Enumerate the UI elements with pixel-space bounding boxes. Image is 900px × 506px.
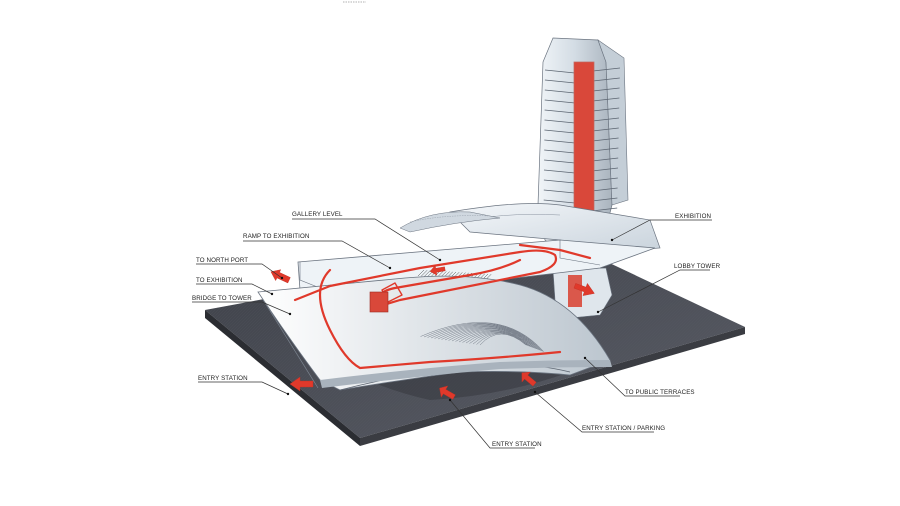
label-gallery-level: GALLERY LEVEL xyxy=(292,211,343,218)
terrace-step xyxy=(444,327,537,350)
stair-tread xyxy=(417,269,425,277)
terrace-step xyxy=(476,333,528,346)
label-lobby-tower: LOBBY TOWER xyxy=(674,263,721,270)
terrace-step xyxy=(479,333,527,346)
terrace-step xyxy=(462,330,532,348)
annotations: GALLERY LEVEL RAMP TO EXHIBITION TO NORT… xyxy=(192,211,721,449)
terrace-step xyxy=(441,326,538,350)
tower-core xyxy=(573,61,595,233)
terrace-step xyxy=(420,322,545,352)
terrace-step xyxy=(458,329,533,348)
terrace-step xyxy=(451,328,535,349)
label-entry-station-bottom: ENTRY STATION xyxy=(492,441,542,448)
circulation-route xyxy=(293,243,592,370)
terrace-step xyxy=(427,323,542,352)
terrace-step xyxy=(430,324,541,351)
label-exhibition: EXHIBITION xyxy=(675,213,711,220)
terrace-step xyxy=(423,322,543,352)
sweeping-slab xyxy=(257,275,612,391)
label-bridge-to-tower: BRIDGE TO TOWER xyxy=(192,295,252,302)
terrace-step xyxy=(455,329,534,348)
label-to-exhibition: TO EXHIBITION xyxy=(196,277,243,284)
label-to-north-port: TO NORTH PORT xyxy=(196,257,248,264)
terrace-step xyxy=(448,327,536,349)
stair-tread xyxy=(424,270,431,277)
terrace-step xyxy=(434,325,540,351)
terrace-step xyxy=(437,325,539,350)
terrace-step xyxy=(472,332,529,346)
terrace-step xyxy=(465,331,531,347)
terrace-step xyxy=(469,331,530,347)
flow-arrows xyxy=(270,264,595,400)
label-to-public-terraces: TO PUBLIC TERRACES xyxy=(625,389,695,396)
label-ramp-to-exhibition: RAMP TO EXHIBITION xyxy=(243,233,309,240)
upper-deck xyxy=(399,203,661,253)
stair-tread xyxy=(421,270,428,277)
stair-core-block xyxy=(369,291,389,313)
label-entry-station-left: ENTRY STATION xyxy=(198,375,248,382)
label-entry-station-parking: ENTRY STATION / PARKING xyxy=(582,425,665,432)
